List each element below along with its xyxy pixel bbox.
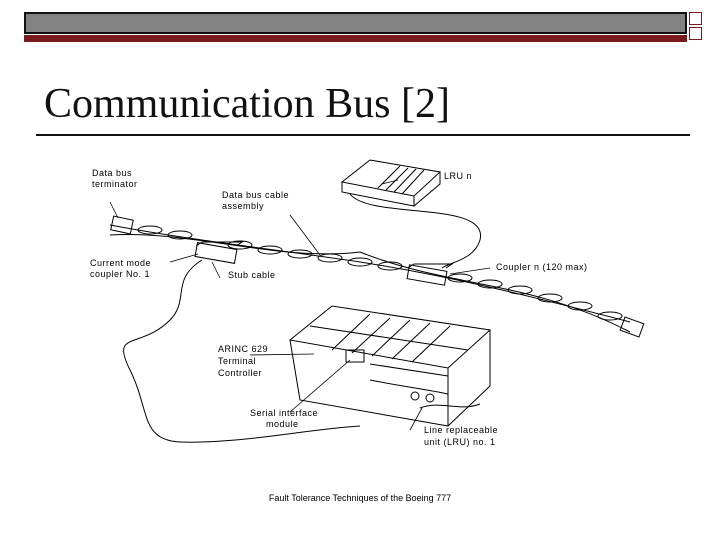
slide-title: Communication Bus [2] bbox=[44, 81, 450, 127]
leader-lines bbox=[109, 179, 491, 431]
data-bus-terminator-left bbox=[110, 215, 134, 235]
slide-caption: Fault Tolerance Techniques of the Boeing… bbox=[268, 493, 452, 503]
lru-n-unit bbox=[340, 159, 442, 207]
label-coupler-n: Coupler n (120 max) bbox=[496, 262, 588, 272]
corner-square-decoration bbox=[689, 27, 702, 40]
title-underline bbox=[36, 134, 690, 136]
corner-square-decoration bbox=[689, 12, 702, 25]
data-bus-terminator-right bbox=[619, 316, 645, 338]
current-mode-coupler-1 bbox=[194, 241, 244, 264]
lru-1-unit bbox=[288, 305, 492, 427]
stub-cable-lru-n bbox=[349, 193, 481, 269]
coupler-n bbox=[406, 263, 454, 286]
stub-cable-lru-1 bbox=[123, 259, 361, 443]
label-stub-cable: Stub cable bbox=[228, 270, 276, 280]
title-bar-decoration bbox=[24, 12, 687, 42]
label-lru-n: LRU n bbox=[444, 171, 472, 181]
data-bus-cable bbox=[109, 224, 631, 333]
